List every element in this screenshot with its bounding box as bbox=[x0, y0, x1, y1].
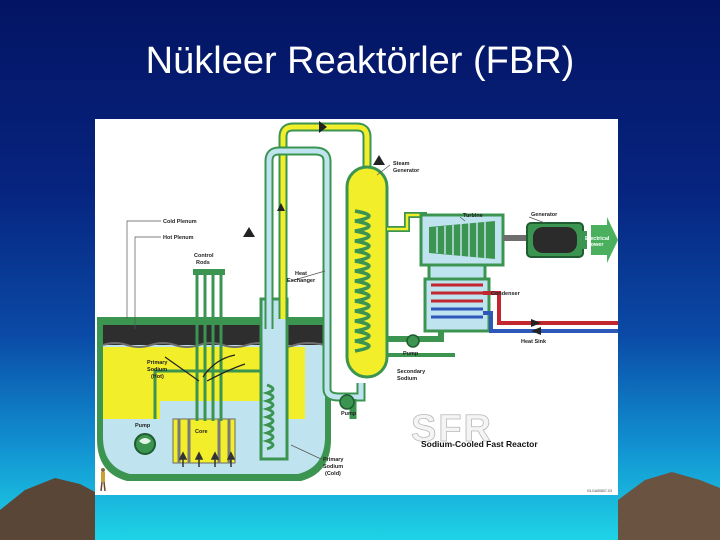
label-primary-sodium-cold-1: Primary bbox=[323, 457, 344, 463]
label-hot-plenum: Hot Plenum bbox=[163, 235, 194, 241]
label-primary-sodium-hot-2: Sodium bbox=[147, 367, 167, 373]
label-primary-sodium-cold-2: Sodium bbox=[323, 464, 343, 470]
label-heat-sink: Heat Sink bbox=[521, 339, 547, 345]
feedwater-pump bbox=[406, 334, 420, 348]
label-core: Core bbox=[195, 429, 208, 435]
label-pump-secondary: Pump bbox=[341, 411, 357, 417]
turbine bbox=[419, 213, 505, 267]
label-steam-generator-2: Generator bbox=[393, 168, 420, 174]
label-heat-exchanger-2: Exchanger bbox=[287, 278, 316, 284]
secondary-loop bbox=[243, 121, 372, 419]
label-electrical-power-2: Power bbox=[587, 242, 604, 248]
label-condenser: Condenser bbox=[491, 291, 521, 297]
reactor-vessel bbox=[97, 269, 331, 481]
label-primary-sodium-cold-3: (Cold) bbox=[325, 471, 341, 477]
person-figure bbox=[100, 468, 106, 492]
electrical-power-arrow bbox=[591, 217, 618, 263]
figure-id: 03-GA50807-03 bbox=[587, 489, 612, 493]
secondary-pump bbox=[339, 394, 355, 410]
label-electrical-power-1: Electrical bbox=[585, 236, 610, 242]
label-pump-feedwater: Pump bbox=[403, 351, 419, 357]
label-generator: Generator bbox=[531, 212, 558, 218]
label-secondary-sodium-2: Sodium bbox=[397, 376, 417, 382]
generator bbox=[526, 222, 587, 258]
condenser bbox=[423, 263, 491, 333]
steam-generator bbox=[345, 155, 389, 379]
control-rods bbox=[195, 271, 223, 421]
sfr-full-name: Sodium-Cooled Fast Reactor bbox=[421, 439, 538, 449]
label-cold-plenum: Cold Plenum bbox=[163, 219, 197, 225]
sfr-logo: SFR bbox=[411, 408, 493, 450]
label-secondary-sodium-1: Secondary bbox=[397, 369, 426, 375]
slide-title: Nükleer Reaktörler (FBR) bbox=[145, 40, 575, 82]
label-heat-exchanger-1: Heat bbox=[295, 271, 307, 277]
label-control-rods-1: Control bbox=[194, 253, 214, 259]
label-steam-generator-1: Steam bbox=[393, 161, 410, 167]
sfr-reactor-diagram: Cold Plenum Hot Plenum Control Rods Heat… bbox=[95, 119, 618, 495]
label-turbine: Turbine bbox=[463, 213, 483, 219]
label-primary-sodium-hot-1: Primary bbox=[147, 360, 168, 366]
label-pump-primary: Pump bbox=[135, 423, 151, 429]
label-primary-sodium-hot-3: (Hot) bbox=[151, 374, 164, 380]
label-control-rods-2: Rods bbox=[196, 260, 210, 266]
mountain-silhouette bbox=[0, 472, 720, 540]
